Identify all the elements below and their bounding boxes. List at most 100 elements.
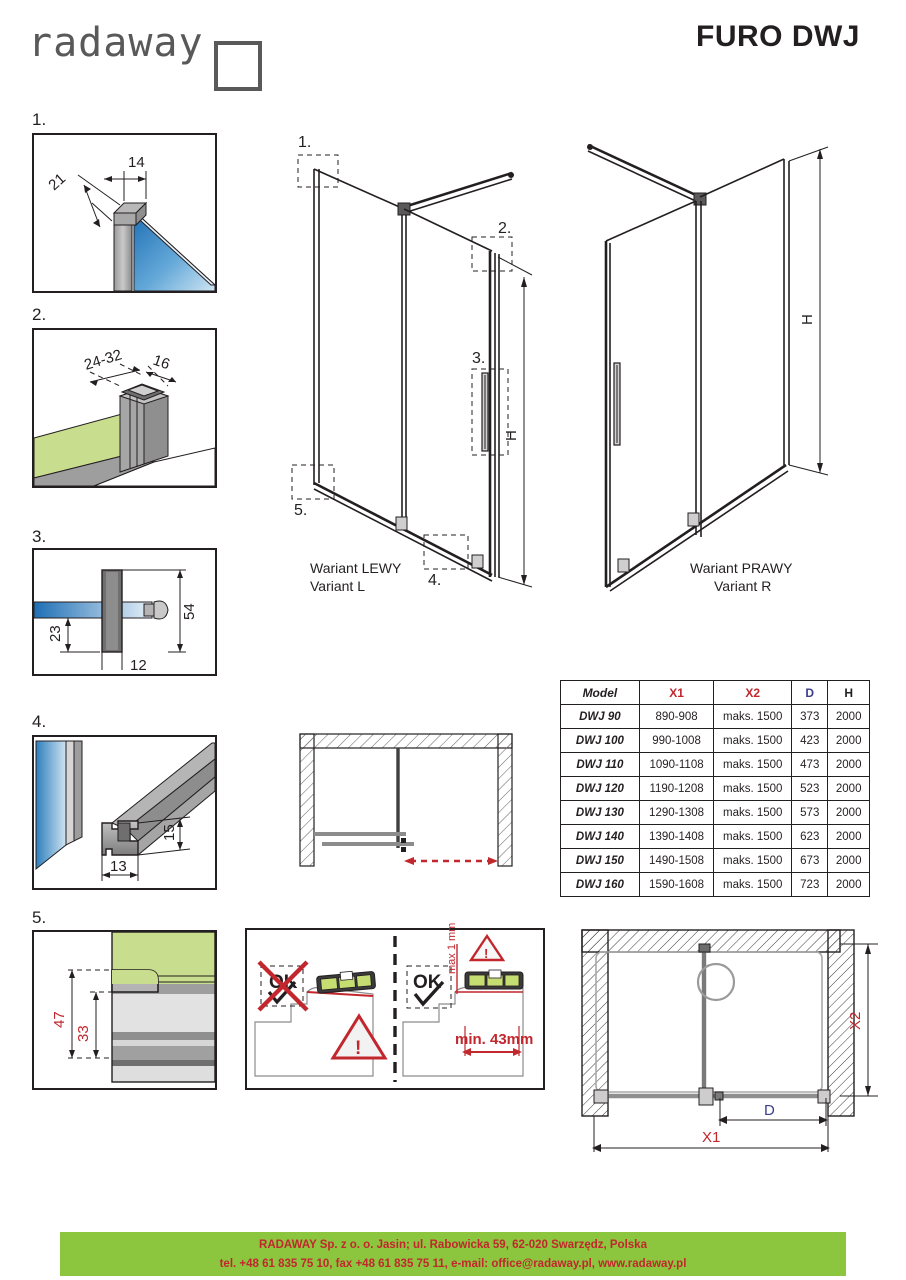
page-footer: RADAWAY Sp. z o. o. Jasin; ul. Rabowicka… xyxy=(60,1232,846,1276)
dim-13: 13 xyxy=(110,858,127,875)
dim-D: D xyxy=(764,1102,775,1119)
dim-12: 12 xyxy=(130,657,147,674)
callout-1-label: 1. xyxy=(298,134,311,151)
detail-callout-4-number: 4. xyxy=(32,712,47,731)
cell-d: 673 xyxy=(791,848,829,873)
dim-14: 14 xyxy=(128,154,145,171)
cell-h: 2000 xyxy=(827,824,870,849)
cell-d: 573 xyxy=(791,800,829,825)
footer-address: RADAWAY Sp. z o. o. Jasin; ul. Rabowicka… xyxy=(259,1239,647,1251)
cell-h: 2000 xyxy=(827,704,870,729)
cell-h: 2000 xyxy=(827,752,870,777)
dim-X2: X2 xyxy=(847,1012,864,1030)
cell-model: DWJ 130 xyxy=(560,800,640,825)
table-row: DWJ 140 1390-1408 maks. 1500 623 2000 xyxy=(560,824,870,849)
detail-panel-1: 14 21 xyxy=(32,133,217,293)
variant-left-name-pl: Wariant LEWY xyxy=(310,560,402,576)
variant-left-name-en: Variant L xyxy=(310,578,365,594)
cell-x1: 890-908 xyxy=(638,704,715,729)
cell-h: 2000 xyxy=(827,728,870,753)
detail-callout-1-number: 1. xyxy=(32,110,47,129)
detail-callout-5-number: 5. xyxy=(32,908,47,927)
dim-16: 16 xyxy=(151,352,172,374)
installation-warning-panel: OK ! OK max 1 mm ! xyxy=(245,923,545,1090)
cell-x2: maks. 1500 xyxy=(713,824,793,849)
main-drawing-variant-left: 1. 2. 3. 4. 5. H Wariant LEWY Variant L xyxy=(276,125,561,595)
detail-panel-2: 24-32 16 xyxy=(32,328,217,488)
table-row: DWJ 100 990-1008 maks. 1500 423 2000 xyxy=(560,728,870,753)
warning-triangle-icon-small: ! xyxy=(484,946,488,961)
detail-callout-3-number: 3. xyxy=(32,527,47,546)
cell-d: 523 xyxy=(791,776,829,801)
min-depth-label: min. 43mm xyxy=(455,1031,533,1048)
cell-x1: 1190-1208 xyxy=(638,776,715,801)
cell-model: DWJ 90 xyxy=(560,704,640,729)
cell-x2: maks. 1500 xyxy=(713,704,793,729)
dim-X1: X1 xyxy=(702,1129,720,1146)
table-row: DWJ 110 1090-1108 maks. 1500 473 2000 xyxy=(560,752,870,777)
square-outline-icon xyxy=(214,41,262,91)
brand-logo: radaway xyxy=(28,20,268,91)
dim-54: 54 xyxy=(181,603,198,620)
footer-contact: tel. +48 61 835 75 10, fax +48 61 835 75… xyxy=(219,1258,687,1270)
cell-model: DWJ 110 xyxy=(560,752,640,777)
detail-callout-2-number: 2. xyxy=(32,305,47,324)
sliding-direction-diagram xyxy=(298,730,528,875)
cell-x2: maks. 1500 xyxy=(713,800,793,825)
cell-model: DWJ 140 xyxy=(560,824,640,849)
cell-model: DWJ 120 xyxy=(560,776,640,801)
cell-x2: maks. 1500 xyxy=(713,728,793,753)
callout-3-label: 3. xyxy=(472,350,485,367)
detail-panel-3: 54 23 12 xyxy=(32,548,217,676)
cell-h: 2000 xyxy=(827,800,870,825)
dim-21: 21 xyxy=(45,170,69,194)
cell-d: 623 xyxy=(791,824,829,849)
table-row: DWJ 120 1190-1208 maks. 1500 523 2000 xyxy=(560,776,870,801)
th-x2: X2 xyxy=(713,680,793,705)
th-d: D xyxy=(791,680,829,705)
cell-d: 723 xyxy=(791,872,829,897)
logo-wordmark: radaway xyxy=(28,20,204,66)
table-row: DWJ 150 1490-1508 maks. 1500 673 2000 xyxy=(560,848,870,873)
dim-H-right: H xyxy=(799,314,816,325)
variant-right-name-en: Variant R xyxy=(714,578,771,594)
cell-h: 2000 xyxy=(827,776,870,801)
table-row: DWJ 130 1290-1308 maks. 1500 573 2000 xyxy=(560,800,870,825)
cell-model: DWJ 150 xyxy=(560,848,640,873)
detail-panel-4: 15 13 xyxy=(32,735,217,890)
cell-x2: maks. 1500 xyxy=(713,752,793,777)
cell-x2: maks. 1500 xyxy=(713,872,793,897)
dim-H-left: H xyxy=(503,430,520,441)
dim-33: 33 xyxy=(75,1025,92,1042)
variant-right-name-pl: Wariant PRAWY xyxy=(690,560,793,576)
cell-x1: 1590-1608 xyxy=(638,872,715,897)
cell-x1: 1090-1108 xyxy=(638,752,715,777)
th-h: H xyxy=(827,680,870,705)
cell-d: 473 xyxy=(791,752,829,777)
callout-4-label: 4. xyxy=(428,572,441,589)
th-model: Model xyxy=(560,680,640,705)
cell-h: 2000 xyxy=(827,872,870,897)
plan-view-diagram: X2 D X1 xyxy=(560,920,900,1160)
cell-x1: 990-1008 xyxy=(638,728,715,753)
cell-x2: maks. 1500 xyxy=(713,776,793,801)
specifications-table: Model X1 X2 D H DWJ 90 890-908 maks. 150… xyxy=(560,680,870,897)
warning-triangle-icon: ! xyxy=(355,1038,361,1059)
callout-5-label: 5. xyxy=(294,502,307,519)
dim-15: 15 xyxy=(161,824,178,841)
detail-panel-5: 47 33 xyxy=(32,930,217,1090)
page-header: radaway FURO DWJ xyxy=(0,0,906,91)
cell-model: DWJ 160 xyxy=(560,872,640,897)
dim-24-32: 24-32 xyxy=(82,346,124,373)
page-title: FURO DWJ xyxy=(696,20,860,53)
cell-model: DWJ 100 xyxy=(560,728,640,753)
cell-x1: 1490-1508 xyxy=(638,848,715,873)
cell-d: 373 xyxy=(791,704,829,729)
cell-x1: 1390-1408 xyxy=(638,824,715,849)
cell-x2: maks. 1500 xyxy=(713,848,793,873)
dim-47: 47 xyxy=(51,1011,68,1028)
table-row: DWJ 90 890-908 maks. 1500 373 2000 xyxy=(560,704,870,729)
cell-h: 2000 xyxy=(827,848,870,873)
ok-label-right: OK xyxy=(413,972,442,993)
table-header-row: Model X1 X2 D H xyxy=(560,680,870,705)
